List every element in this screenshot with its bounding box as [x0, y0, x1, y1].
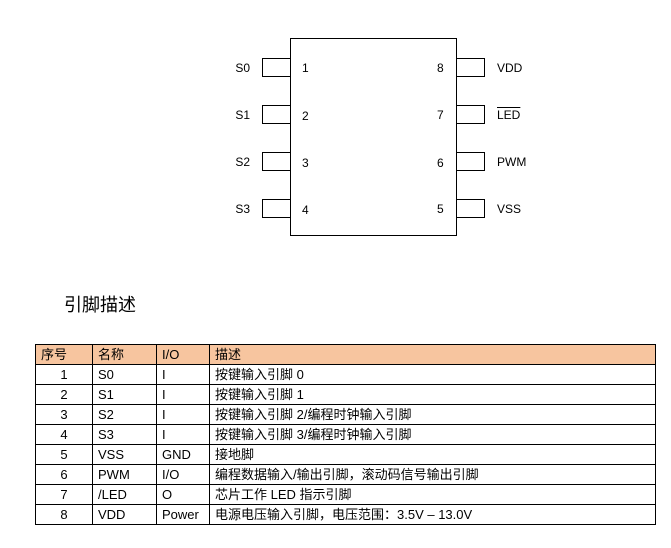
cell-description: 按键输入引脚 3/编程时钟输入引脚 [209, 424, 656, 445]
cell-name: PWM [92, 464, 157, 485]
pin-label-s0: S0 [235, 61, 250, 75]
table-row: 6 PWM I/O 编程数据输入/输出引脚，滚动码信号输出引脚 [35, 464, 656, 485]
cell-name: S1 [92, 384, 157, 405]
cell-io: I/O [156, 464, 210, 485]
pin-number-2: 2 [302, 109, 309, 123]
header-index: 序号 [35, 344, 93, 365]
chip-body [290, 38, 457, 236]
table-row: 7 /LED O 芯片工作 LED 指示引脚 [35, 484, 656, 505]
header-name: 名称 [92, 344, 157, 365]
cell-description: 按键输入引脚 2/编程时钟输入引脚 [209, 404, 656, 425]
pin-box-8 [457, 58, 485, 77]
cell-io: GND [156, 444, 210, 465]
pin-label-vdd: VDD [497, 61, 523, 75]
pin-label-s2: S2 [235, 155, 250, 169]
pin-box-4 [262, 199, 290, 218]
header-description: 描述 [209, 344, 656, 365]
pin-label-led: LED [497, 108, 521, 122]
cell-io: Power [156, 504, 210, 525]
table-row: 2 S1 I 按键输入引脚 1 [35, 384, 656, 405]
pin-number-6: 6 [437, 156, 444, 170]
section-title: 引脚描述 [64, 295, 136, 316]
pin-box-7 [457, 105, 485, 124]
table-row: 5 VSS GND 接地脚 [35, 444, 656, 465]
cell-index: 6 [35, 464, 93, 485]
pin-number-8: 8 [437, 61, 444, 75]
table-row: 1 S0 I 按键输入引脚 0 [35, 364, 656, 385]
cell-name: S0 [92, 364, 157, 385]
cell-index: 1 [35, 364, 93, 385]
pin-box-5 [457, 199, 485, 218]
table-header-row: 序号 名称 I/O 描述 [35, 344, 656, 365]
table-row: 3 S2 I 按键输入引脚 2/编程时钟输入引脚 [35, 404, 656, 425]
table-row: 4 S3 I 按键输入引脚 3/编程时钟输入引脚 [35, 424, 656, 445]
cell-description: 按键输入引脚 0 [209, 364, 656, 385]
cell-description: 按键输入引脚 1 [209, 384, 656, 405]
pin-number-7: 7 [437, 108, 444, 122]
pin-box-3 [262, 152, 290, 171]
cell-io: I [156, 384, 210, 405]
cell-name: VSS [92, 444, 157, 465]
pin-number-5: 5 [437, 202, 444, 216]
cell-description: 电源电压输入引脚，电压范围：3.5V – 13.0V [209, 504, 656, 525]
cell-description: 编程数据输入/输出引脚，滚动码信号输出引脚 [209, 464, 656, 485]
pin-number-3: 3 [302, 156, 309, 170]
cell-io: O [156, 484, 210, 505]
pin-label-s3: S3 [235, 202, 250, 216]
cell-index: 3 [35, 404, 93, 425]
table-row: 8 VDD Power 电源电压输入引脚，电压范围：3.5V – 13.0V [35, 504, 656, 525]
pin-box-6 [457, 152, 485, 171]
cell-name: S2 [92, 404, 157, 425]
cell-io: I [156, 424, 210, 445]
cell-index: 4 [35, 424, 93, 445]
cell-index: 2 [35, 384, 93, 405]
pin-label-pwm: PWM [497, 155, 527, 169]
pin-label-vss: VSS [497, 202, 522, 216]
cell-io: I [156, 404, 210, 425]
cell-name: VDD [92, 504, 157, 525]
cell-io: I [156, 364, 210, 385]
cell-index: 8 [35, 504, 93, 525]
pin-description-table: 序号 名称 I/O 描述 1 S0 I 按键输入引脚 0 2 S1 I 按键输入… [35, 344, 656, 525]
pin-label-s1: S1 [235, 108, 250, 122]
cell-description: 芯片工作 LED 指示引脚 [209, 484, 656, 505]
pin-number-1: 1 [302, 61, 309, 75]
cell-name: /LED [92, 484, 157, 505]
cell-name: S3 [92, 424, 157, 445]
cell-index: 7 [35, 484, 93, 505]
cell-index: 5 [35, 444, 93, 465]
pin-box-2 [262, 105, 290, 124]
pin-number-4: 4 [302, 203, 309, 217]
pin-box-1 [262, 58, 290, 77]
cell-description: 接地脚 [209, 444, 656, 465]
header-io: I/O [156, 344, 210, 365]
